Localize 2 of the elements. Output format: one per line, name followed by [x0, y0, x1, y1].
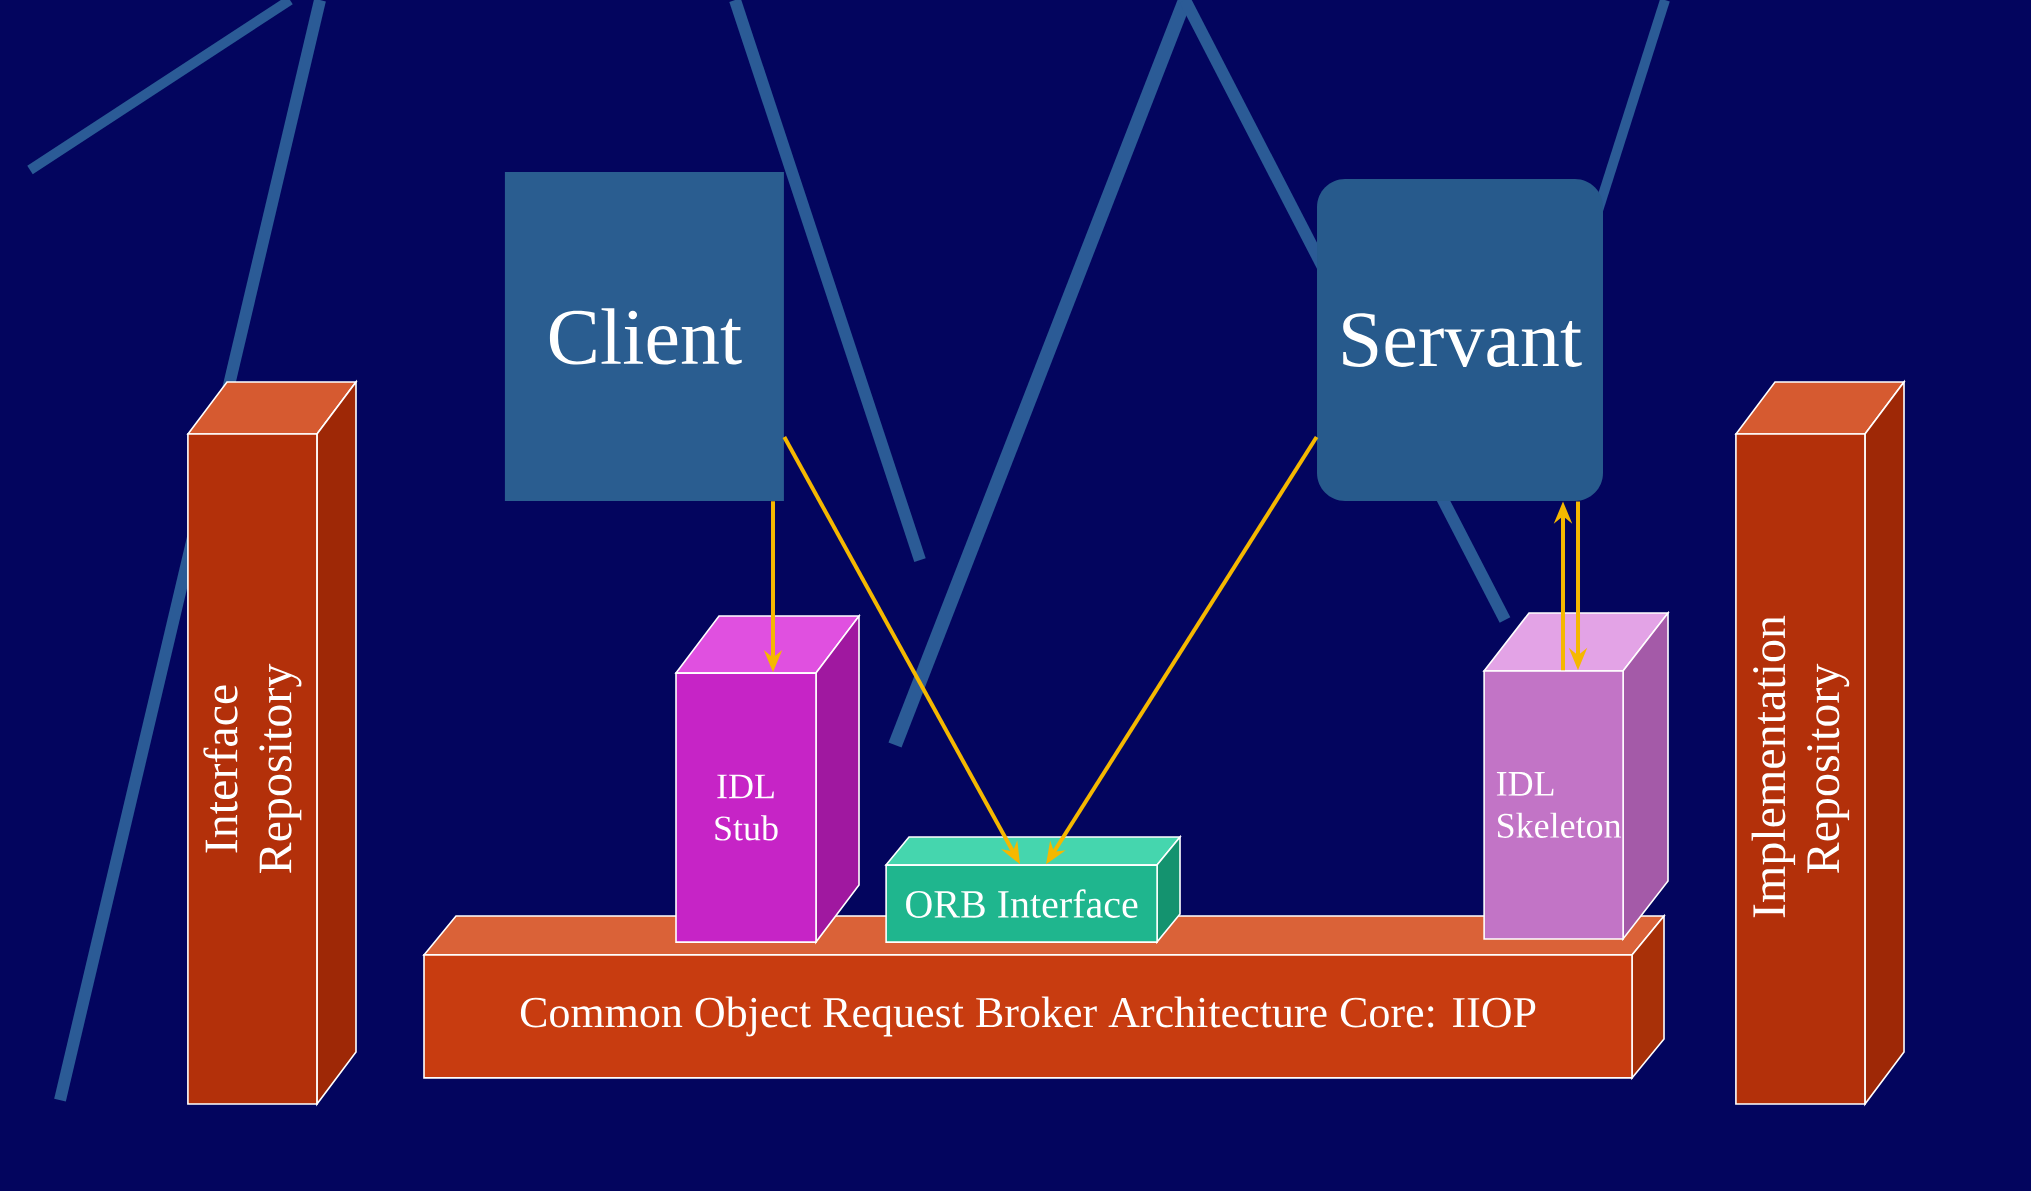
client-box: Client — [504, 171, 784, 501]
servant-box: Servant — [1317, 179, 1603, 501]
